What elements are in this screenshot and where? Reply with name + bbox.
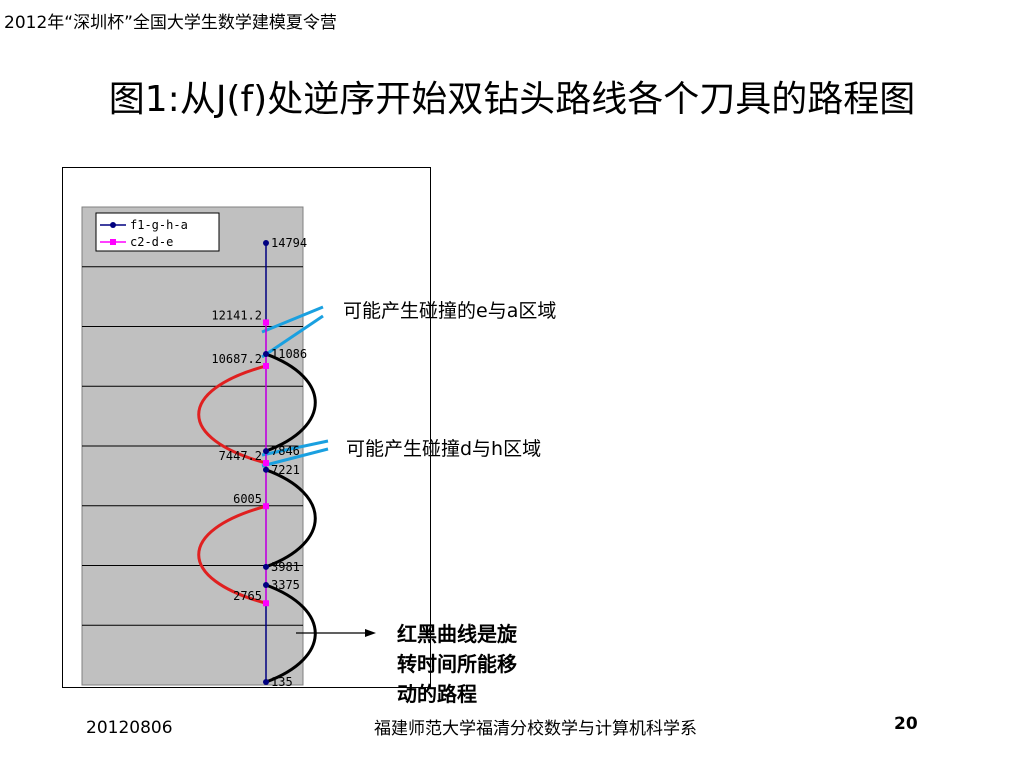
annotation-d-h: 可能产生碰撞d与h区域 [346, 438, 542, 460]
black-rotation-arc [265, 468, 317, 569]
marker-c2-d-e [263, 600, 269, 607]
callout-line-d-h [261, 447, 329, 468]
legend-label-c2: c2-d-e [130, 235, 173, 249]
footer-date: 20120806 [86, 718, 173, 738]
slide-title: 图1:从J(f)处逆序开始双钻头路线各个刀具的路程图 [108, 79, 916, 120]
header-text: 2012年“深圳杯”全国大学生数学建模夏令营 [4, 13, 337, 33]
callout-line-e-a [261, 314, 324, 359]
annotation-e-a: 可能产生碰撞的e与a区域 [343, 300, 557, 322]
point-label-c2-d-e: 6005 [233, 492, 262, 506]
legend-box [95, 212, 220, 252]
marker-f1-g-h-a [263, 448, 269, 455]
marker-c2-d-e [263, 460, 269, 467]
point-label-f1-g-h-a: 3375 [271, 578, 300, 592]
data-markers [263, 240, 269, 685]
footer-org: 福建师范大学福清分校数学与计算机科学系 [374, 719, 697, 739]
curve-note-line-2: 转时间所能移 [397, 652, 517, 676]
point-label-f1-g-h-a: 11086 [271, 347, 307, 361]
legend-marker-c2 [110, 239, 116, 245]
marker-f1-g-h-a [263, 679, 269, 685]
rotation-arcs [197, 352, 317, 684]
curve-note: 红黑曲线是旋 转时间所能移 动的路程 [397, 619, 567, 709]
point-label-f1-g-h-a: 7221 [271, 463, 300, 477]
marker-f1-g-h-a [263, 466, 269, 473]
marker-f1-g-h-a [263, 581, 269, 588]
point-label-f1-g-h-a: 135 [271, 675, 293, 689]
curve-note-line-1: 红黑曲线是旋 [397, 622, 517, 646]
callout-lines [261, 305, 329, 468]
point-labels: 135 3375 3981 7221 7846 11086 14794 2765 6005 744… [211, 236, 307, 689]
legend-label-f1: f1-g-h-a [130, 218, 188, 232]
callout-line-e-a [261, 305, 324, 334]
page-number: 20 [894, 714, 918, 734]
marker-c2-d-e [263, 362, 269, 369]
marker-f1-g-h-a [263, 351, 269, 358]
point-label-c2-d-e: 7447.2 [219, 449, 262, 463]
point-label-c2-d-e: 2765 [233, 589, 262, 603]
marker-c2-d-e [263, 319, 269, 326]
marker-c2-d-e [263, 503, 269, 510]
point-label-c2-d-e: 10687.2 [211, 352, 262, 366]
marker-f1-g-h-a [263, 563, 269, 570]
note-arrow-head [365, 629, 376, 637]
point-label-c2-d-e: 12141.2 [211, 308, 262, 322]
legend: f1-g-h-a c2-d-e [95, 212, 220, 252]
legend-marker-f1 [110, 222, 116, 228]
callout-line-d-h [261, 439, 329, 457]
red-rotation-arc [197, 504, 267, 605]
black-rotation-arc [265, 352, 317, 453]
marker-f1-g-h-a [263, 240, 269, 246]
red-rotation-arc [197, 364, 267, 465]
curve-note-line-3: 动的路程 [397, 682, 477, 706]
point-label-f1-g-h-a: 7846 [271, 444, 300, 458]
point-label-f1-g-h-a: 14794 [271, 236, 307, 250]
point-label-f1-g-h-a: 3981 [271, 560, 300, 574]
